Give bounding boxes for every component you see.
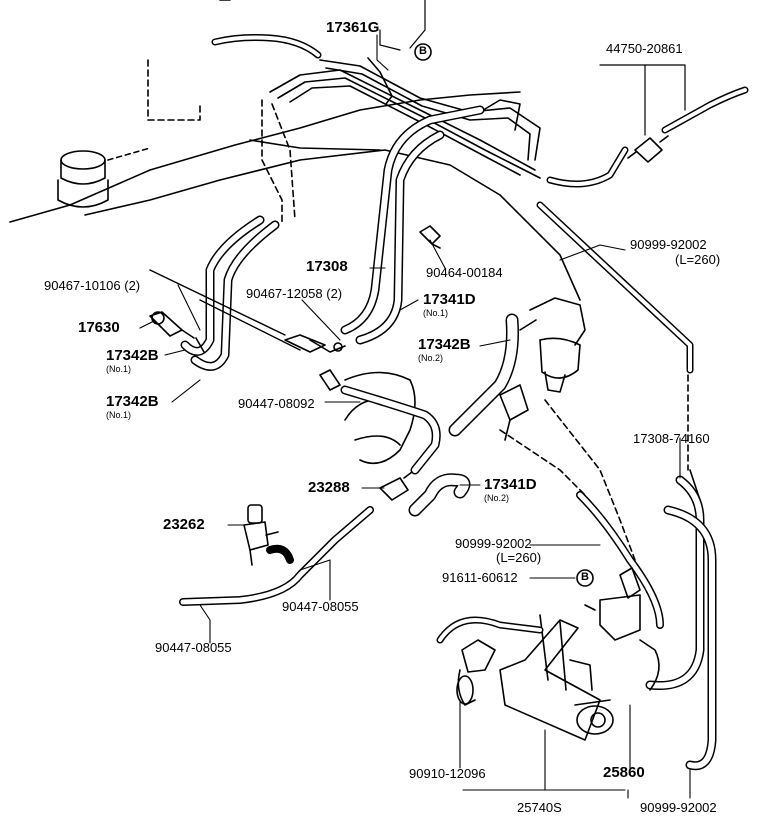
label-90464-00184: 90464-00184 [426,265,503,280]
ref-b-lower: B [581,571,589,583]
ref-b-circle-lower [576,569,594,587]
label-17341D-no1: 17341D [423,291,476,308]
label-90447-08092: 90447-08092 [238,396,315,411]
ref-b-top: B [419,45,427,57]
label-25740S: 25740S [517,800,562,815]
label-17308-74160: 17308-74160 [633,431,710,446]
label-17341D-no2: 17341D [484,476,537,493]
hose-90999-upper [536,201,694,374]
label-17342B-no2: 17342B [418,336,471,353]
hose-17308-74160 [645,475,717,771]
label-23262: 23262 [163,516,205,533]
label-23288: 23288 [308,479,350,496]
egr-bracket [499,614,614,741]
engine-outline [9,91,521,223]
label-90999-92002-upper-length: (L=260) [675,252,721,267]
label-17342B-no1-a-sub: (No.1) [106,364,132,374]
hose-90447-08055 [179,506,374,606]
label-90447-08055-left: 90447-08055 [155,640,232,655]
hose-17342B-no1 [180,215,280,371]
label-90910-12096: 90910-12096 [409,766,486,781]
vsv-17630 [149,311,205,353]
label-90999-92002-upper: 90999-92002 [630,237,707,252]
vsv-lower [584,567,660,691]
label-17308: 17308 [306,258,348,275]
label-90467-12058: 90467-12058 (2) [246,286,343,301]
label-17342B-no1-b-sub: (No.1) [106,410,132,420]
hose-90999-lower [576,491,664,629]
label-17342B-no1-a: 17342B [106,347,159,364]
label-90447-08055-right: 90447-08055 [282,599,359,614]
label-90999-92002-lower-length: (L=260) [496,550,542,565]
hose-17308 [340,105,485,345]
reservoir-cap [57,147,151,208]
label-17630: 17630 [78,319,120,336]
label-17342B-no2-sub: (No.2) [418,353,444,363]
egr-valve [499,297,586,441]
valve-23288 [379,471,413,501]
engine-outline-lower [84,149,581,301]
label-90999-92002-lower: 90999-92002 [455,536,532,551]
label-44750-20861: 44750-20861 [606,41,683,56]
label-17341D-no1-sub: (No.1) [423,308,449,318]
label-90999-92002-bottom: 90999-92002 [640,800,717,815]
label-17342B-no1-b: 17342B [106,393,159,410]
check-valve-44750 [627,135,669,163]
valve-23262 [243,504,279,566]
fitting-90464 [419,225,441,249]
label-25860: 25860 [603,764,645,781]
label-91611-60612: 91611-60612 [442,570,518,585]
label-17361G: 17361G [326,19,380,36]
label-90467-10106: 90467-10106 (2) [44,278,141,293]
ref-b-circle-top [414,43,432,61]
manifold-edge [249,139,381,151]
label-17341D-no2-sub: (No.2) [484,493,510,503]
